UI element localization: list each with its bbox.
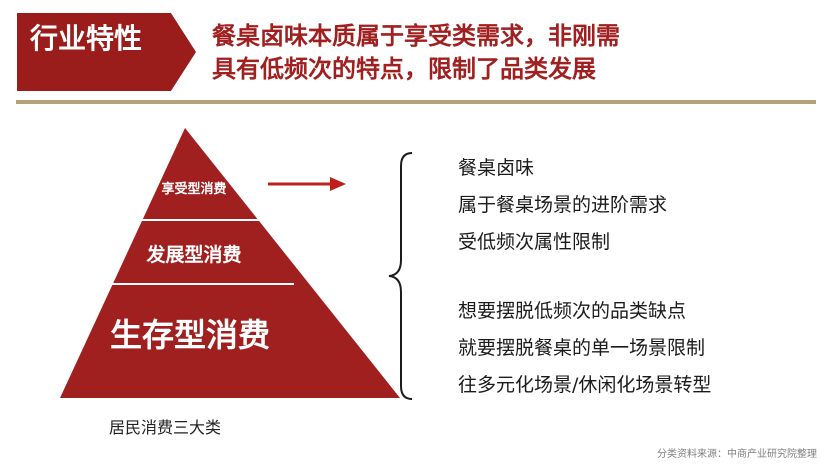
pyramid-level-development: 发展型消费	[145, 243, 241, 266]
description-item: 就要摆脱餐桌的单一场景限制	[458, 337, 706, 359]
brace-path	[388, 152, 413, 400]
pyramid-caption: 居民消费三大类	[109, 418, 222, 437]
pyramid-shape	[60, 128, 400, 398]
description-item: 受低频次属性限制	[458, 231, 611, 253]
description-item: 餐桌卤味	[458, 157, 535, 179]
left-brace-icon	[388, 152, 413, 400]
section-tab-label: 行业特性	[30, 22, 143, 55]
slide-title-line-2: 具有低频次的特点，限制了品类发展	[212, 55, 596, 83]
pyramid-level-enjoyment: 享受型消费	[161, 181, 226, 197]
slide-title: 餐桌卤味本质属于享受类需求，非刚需 具有低频次的特点，限制了品类发展	[212, 20, 802, 86]
consumption-pyramid: 享受型消费 发展型消费 生存型消费	[60, 128, 400, 398]
section-tab	[17, 13, 196, 91]
arrow-head	[330, 177, 346, 191]
slide-title-line-1: 餐桌卤味本质属于享受类需求，非刚需	[212, 22, 620, 50]
pyramid-level-survival: 生存型消费	[110, 316, 270, 354]
header-divider	[16, 100, 816, 104]
source-note: 分类资料来源：中商产业研究院整理	[657, 449, 817, 460]
right-arrow-icon	[268, 177, 346, 191]
description-list: 餐桌卤味 属于餐桌场景的进阶需求 受低频次属性限制 想要摆脱低频次的品类缺点 就…	[458, 150, 711, 404]
description-item: 属于餐桌场景的进阶需求	[458, 194, 668, 216]
description-item: 往多元化场景/休闲化场景转型	[458, 374, 712, 396]
description-item: 想要摆脱低频次的品类缺点	[458, 300, 687, 322]
